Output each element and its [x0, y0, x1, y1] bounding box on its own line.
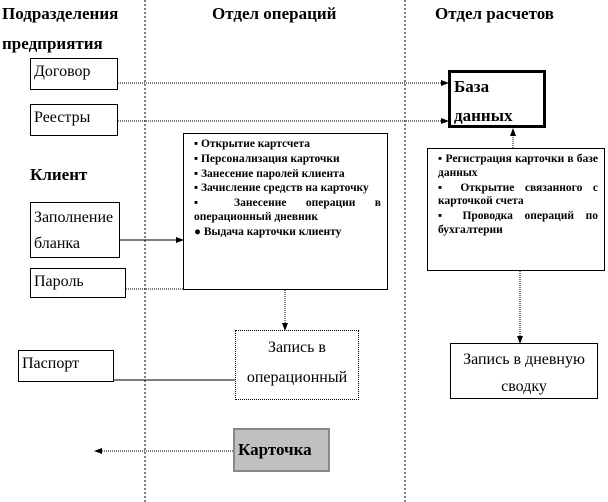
ops-item: ▪ Занесение операции в операционный днев…: [194, 197, 381, 223]
calc-item: ▪ Регистрация карточки в базе данных: [438, 153, 598, 179]
ops-item: ● Выдача карточки клиенту: [194, 225, 342, 238]
database-box: База данных: [448, 70, 546, 128]
journal-box: Запись в операционный: [235, 330, 359, 400]
client-label: Клиент: [30, 165, 88, 184]
header-operations: Отдел операций: [212, 4, 337, 23]
summary-line2: сводку: [501, 378, 547, 396]
password-box: Пароль: [30, 268, 126, 298]
card-label: Карточка: [238, 440, 312, 459]
ops-item: ▪ Персонализация карточки: [194, 152, 340, 165]
card-box: Карточка: [233, 428, 330, 472]
calc-item: ▪ Открытие связанного с карточкой счета: [438, 181, 598, 208]
fill-form-line1: Заполнение: [34, 209, 114, 226]
calc-item: ▪ Проводка операций по бухгалтерии: [438, 210, 598, 236]
fill-form-box: Заполнение бланка: [30, 202, 120, 258]
operations-list-box: ▪ Открытие картсчета ▪ Персонализация ка…: [183, 133, 388, 290]
contract-box: Договор: [30, 58, 118, 90]
ops-item: ▪ Занесение паролей клиента: [194, 167, 345, 180]
header-departments: Подразделения: [2, 4, 119, 23]
registries-label: Реестры: [34, 109, 91, 126]
header-enterprise: предприятия: [2, 34, 103, 53]
registries-box: Реестры: [30, 104, 118, 136]
ops-item: ▪ Зачисление средств на карточку: [194, 182, 369, 195]
journal-line1: Запись в: [268, 339, 326, 356]
passport-label: Паспорт: [22, 355, 80, 372]
db-line2: данных: [454, 105, 513, 125]
daily-summary-box: Запись в дневную сводку: [450, 343, 598, 399]
fill-form-line2: бланка: [34, 234, 81, 252]
summary-line1: Запись в дневную: [463, 351, 585, 368]
password-label: Пароль: [34, 273, 84, 290]
contract-label: Договор: [34, 63, 91, 80]
db-line1: База: [454, 77, 490, 96]
passport-box: Паспорт: [18, 350, 114, 382]
calc-list-box: ▪ Регистрация карточки в базе данных ▪ О…: [427, 148, 605, 271]
header-settlements: Отдел расчетов: [435, 4, 554, 23]
journal-line2: операционный: [246, 369, 348, 387]
ops-item: ▪ Открытие картсчета: [194, 138, 311, 150]
